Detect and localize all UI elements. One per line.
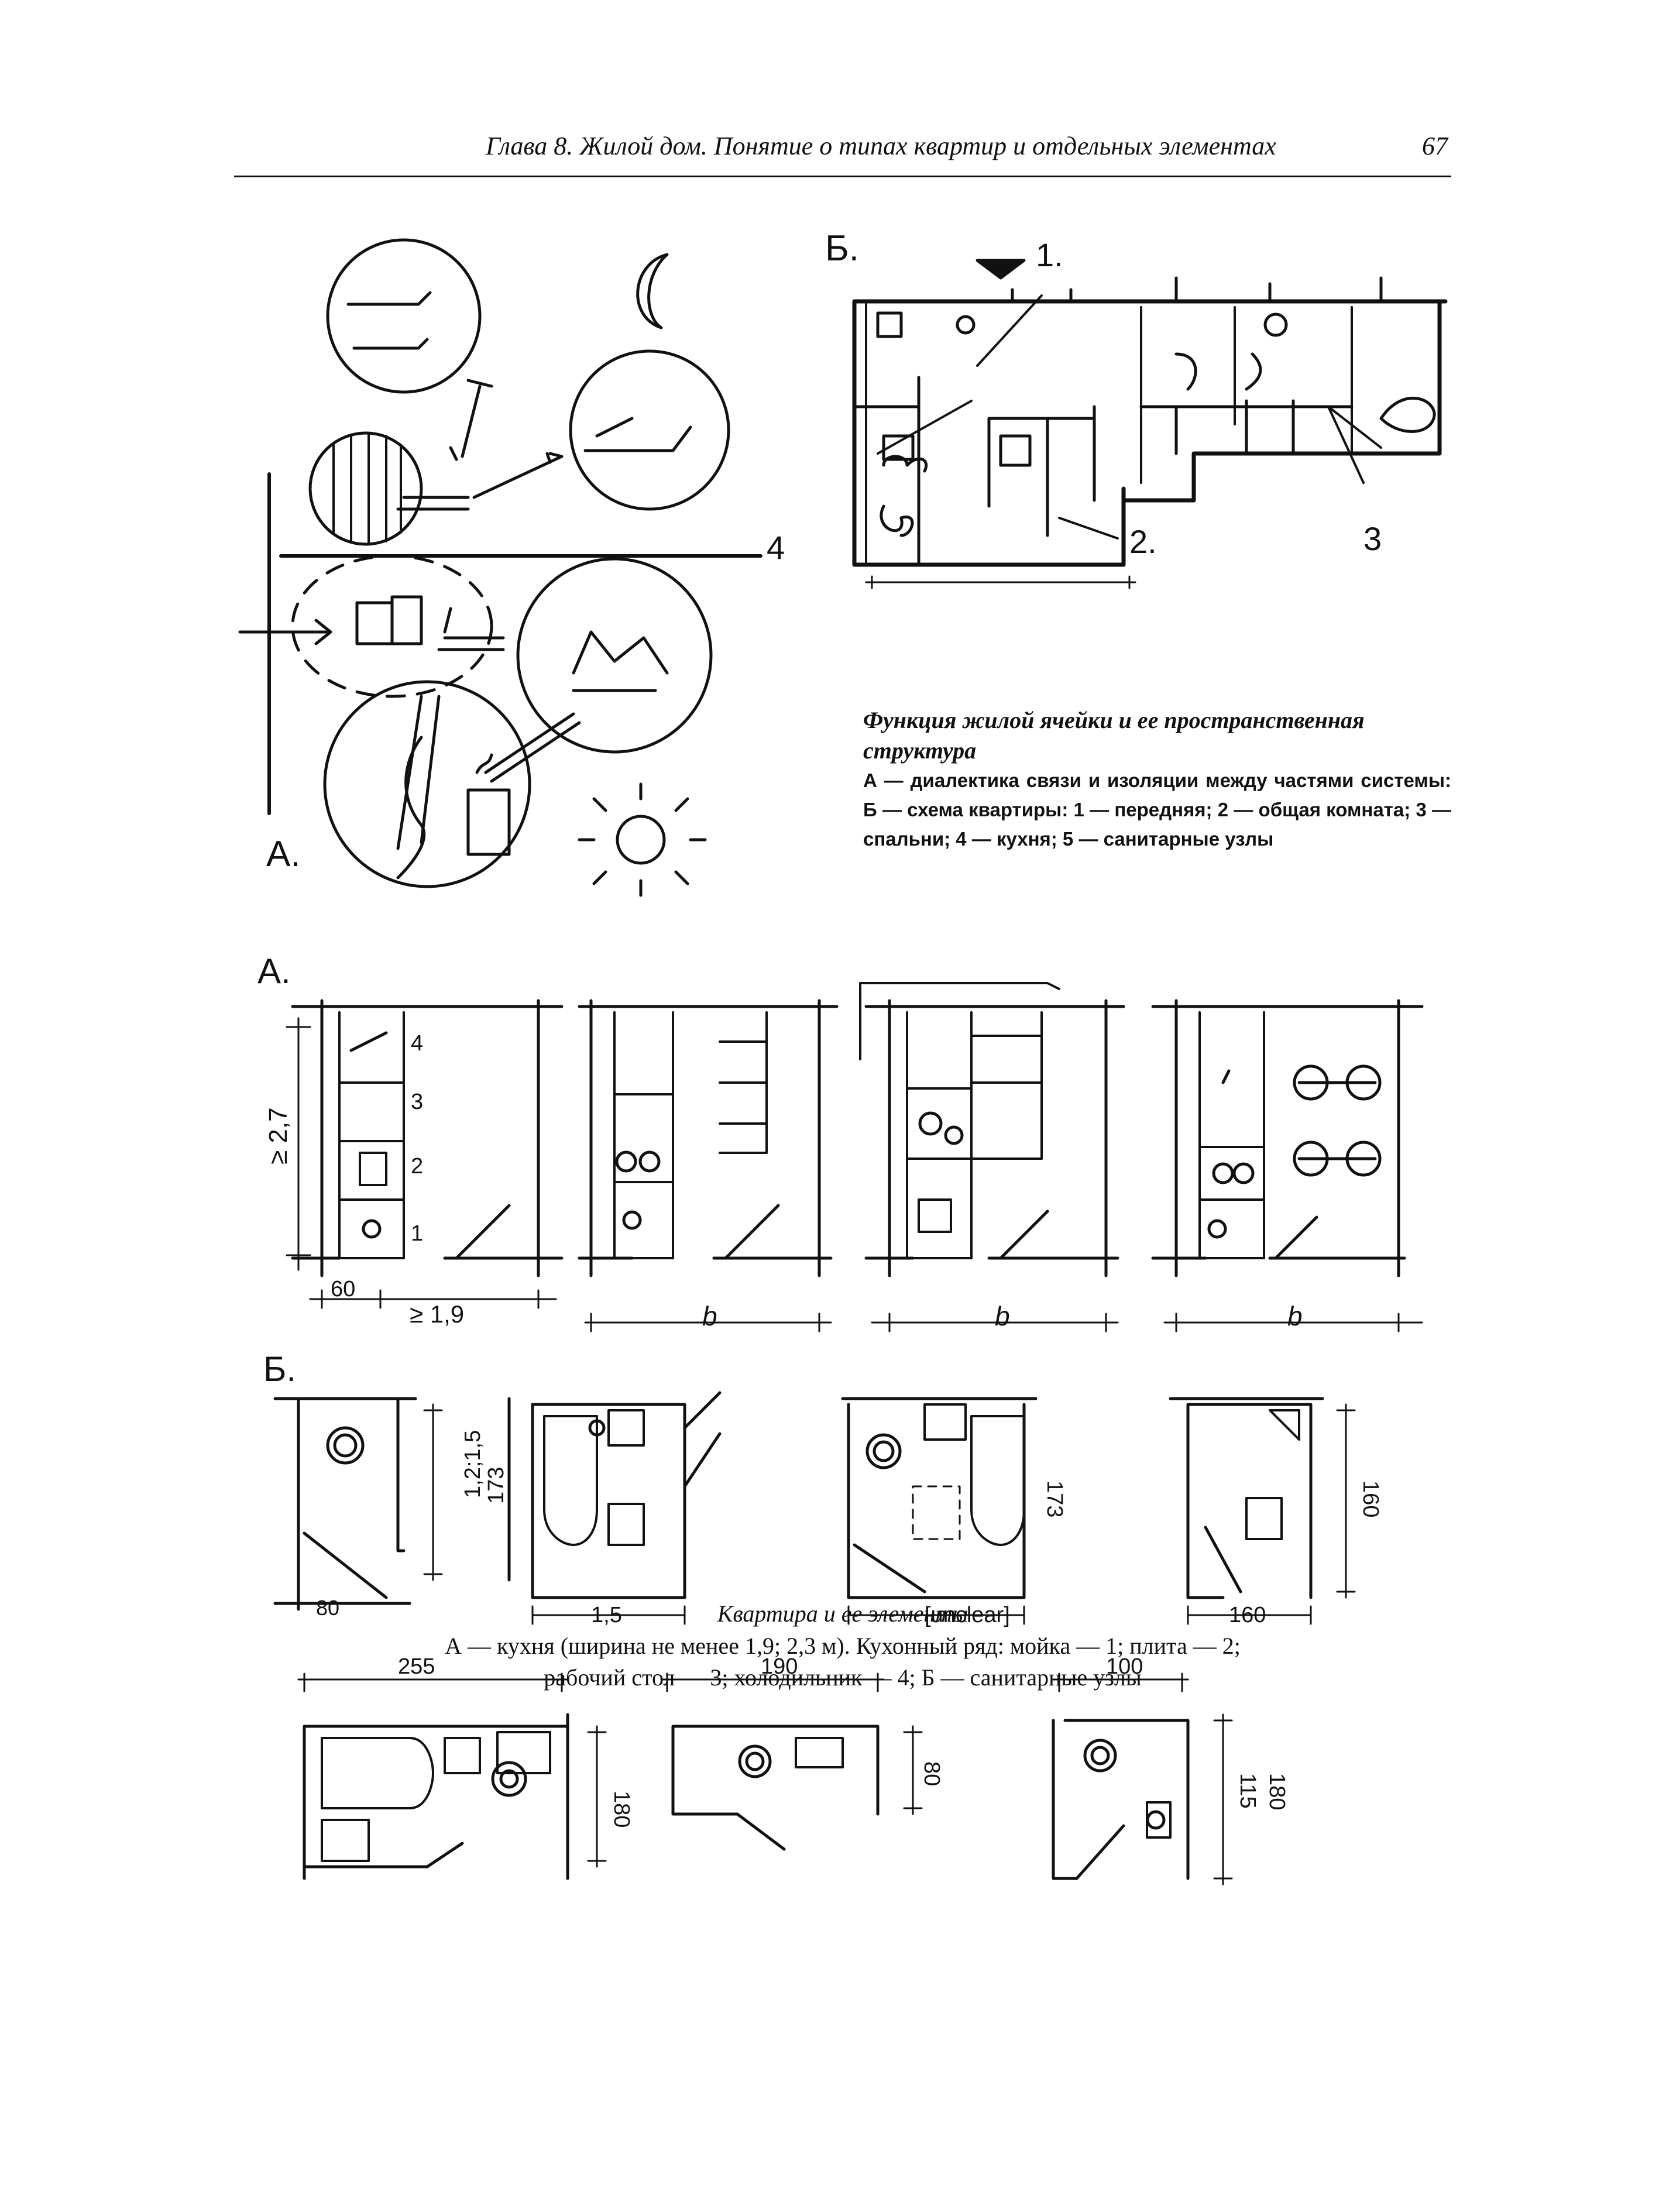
figure1-apartment-plan: Б. 1. 2. 3 4: [767, 228, 1448, 589]
kitchen-dim-width: ≥ 1,9: [410, 1300, 464, 1328]
sanitary-unit-5: 255 180: [297, 1654, 634, 1880]
sanitary-unit-3: [unclear] 173: [841, 1397, 1067, 1627]
kitchen-item-4: 4: [411, 1031, 423, 1056]
bubble-entry-dashed: [291, 554, 493, 698]
sanitary-dim-173-b: 173: [1042, 1481, 1067, 1517]
kitchen-plan-3: b: [859, 982, 1125, 1332]
sanitary-unit-6: 190 80: [660, 1654, 944, 1851]
kitchen-dim-b-2: b: [995, 1301, 1010, 1331]
figure1-caption-title: Функция жилой ячейки и ее пространственн…: [863, 707, 1365, 764]
chapter-title: Глава 8. Жилой дом. Понятие о типах квар…: [486, 132, 1276, 160]
kitchen-item-3: 3: [411, 1090, 423, 1114]
kitchen-dim-60: 60: [331, 1277, 355, 1301]
page-header: Глава 8. Жилой дом. Понятие о типах квар…: [234, 123, 1451, 177]
page-number: 67: [1422, 132, 1448, 160]
sanitary-dim-180-b: 180: [1265, 1773, 1289, 1810]
sanitary-unit-4: 160 160: [1169, 1397, 1383, 1627]
entrance-marker-icon: [976, 259, 1026, 280]
sanitary-dim-190: 190: [761, 1654, 798, 1679]
figure2-caption-line-2: рабочий стол — 3; холодильник — 4; Б — с…: [544, 1664, 1142, 1691]
callout-4: 4: [767, 529, 785, 566]
figure2-kitchen-plans: А. ≥ 2,7 4 3 2 1 60 ≥ 1,9 b: [257, 952, 1424, 1332]
figure2-sanitary-plans-row2: 255 180 190 80 100 115 180: [297, 1654, 1289, 1885]
callout-3: 3: [1363, 520, 1382, 557]
kitchen-plan-2: b: [578, 999, 839, 1332]
figure2-label-a: А.: [257, 952, 291, 991]
sanitary-dim-255: 255: [398, 1654, 435, 1679]
bubble-bedroom-2: [569, 349, 730, 511]
figure1-label-a: А.: [266, 834, 301, 874]
kitchen-dim-b-3: b: [1287, 1301, 1303, 1331]
bubble-sanitary: [308, 431, 423, 546]
figure2-caption-line-1: А — кухня (ширина не менее 1,9; 2,3 м). …: [445, 1633, 1241, 1659]
kitchen-dim-b-1: b: [702, 1301, 717, 1331]
sanitary-dim-80-b: 80: [919, 1761, 944, 1786]
figure2-label-b: Б.: [263, 1349, 296, 1389]
figure2-caption-title: Квартира и ее элементы: [717, 1600, 968, 1627]
kitchen-plan-4: b: [1151, 999, 1424, 1332]
sanitary-dim-180-a: 180: [609, 1791, 634, 1828]
figure1-caption-body: А — диалектика связи и изоляции между ча…: [863, 770, 1451, 850]
sanitary-unit-7: 100 115 180: [1052, 1654, 1289, 1885]
figure1-bubble-diagram: А.: [238, 238, 762, 897]
figure2-sanitary-plans-row1: Б. 80 1,2;1,5 173 1,5 [unclear] 173: [263, 1349, 1383, 1627]
sanitary-dim-height-1: 1,2;1,5: [461, 1430, 485, 1498]
bubble-living-room: [516, 557, 713, 754]
figure1-caption: Функция жилой ячейки и ее пространственн…: [863, 705, 1451, 854]
sanitary-dim-115: 115: [1235, 1773, 1260, 1809]
sanitary-dim-width-2: 1,5: [591, 1603, 622, 1627]
callout-2: 2.: [1129, 523, 1157, 560]
callout-1: 1.: [1036, 236, 1063, 273]
moon-icon: [636, 253, 669, 329]
sanitary-dim-160-h: 160: [1358, 1481, 1383, 1517]
figure2-caption: Квартира и ее элементы А — кухня (ширина…: [234, 1598, 1451, 1694]
sanitary-unit-1: 80 1,2;1,5: [273, 1397, 485, 1620]
sun-icon: [616, 815, 666, 865]
figure1-label-b: Б.: [825, 228, 859, 269]
kitchen-item-2: 2: [411, 1154, 423, 1179]
sanitary-dim-160-w: 160: [1229, 1603, 1266, 1627]
sanitary-dim-100: 100: [1106, 1654, 1143, 1679]
sanitary-unit-2: 173 1,5: [484, 1391, 722, 1627]
sanitary-dim-173-a: 173: [484, 1467, 509, 1504]
kitchen-plan-1: ≥ 2,7 4 3 2 1 60 ≥ 1,9: [264, 999, 564, 1328]
kitchen-height-label: ≥ 2,7: [264, 1107, 293, 1165]
bubble-bedroom: [326, 238, 482, 394]
sanitary-dim-80: 80: [316, 1596, 339, 1620]
bubble-kitchen: [323, 680, 531, 888]
kitchen-item-1: 1: [411, 1221, 423, 1246]
sanitary-dim-width-3: [unclear]: [925, 1603, 1010, 1627]
